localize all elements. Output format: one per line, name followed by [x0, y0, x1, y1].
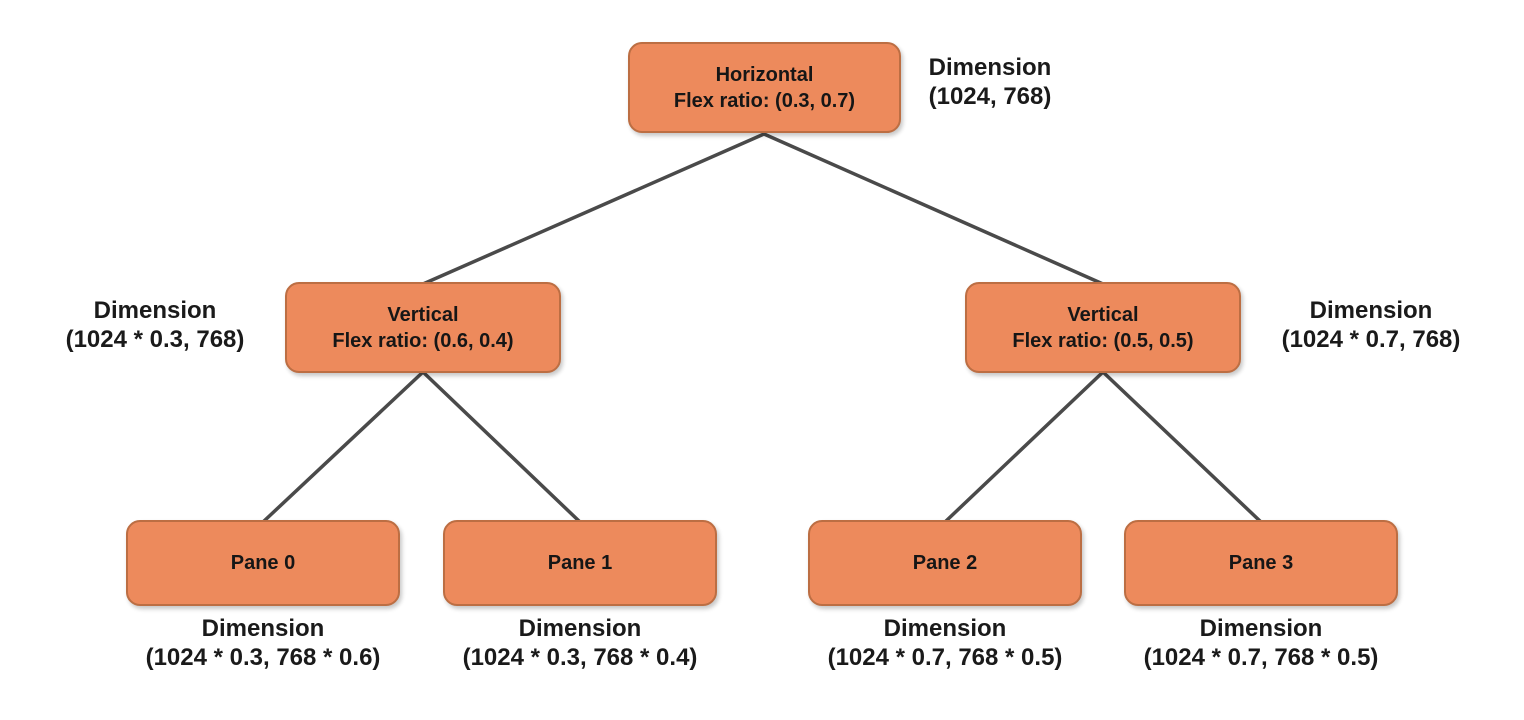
node-pane-1: Pane 1	[443, 520, 717, 606]
dimension-label-pane-2: Dimension (1024 * 0.7, 768 * 0.5)	[775, 614, 1115, 672]
node-pane-0: Pane 0	[126, 520, 400, 606]
dimension-label-value: (1024 * 0.7, 768 * 0.5)	[827, 644, 1063, 671]
node-vertical-left: Vertical Flex ratio: (0.6, 0.4)	[285, 282, 561, 373]
dimension-label-title: Dimension	[928, 54, 1052, 81]
node-title: Pane 1	[547, 552, 613, 574]
node-vertical-right: Vertical Flex ratio: (0.5, 0.5)	[965, 282, 1241, 373]
node-flex-ratio: Flex ratio: (0.6, 0.4)	[332, 329, 514, 352]
dimension-label-value: (1024 * 0.3, 768 * 0.4)	[462, 644, 698, 671]
node-title: Pane 2	[912, 552, 978, 574]
dimension-label-pane-1: Dimension (1024 * 0.3, 768 * 0.4)	[410, 614, 750, 672]
dimension-label-title: Dimension	[93, 297, 217, 324]
dimension-label-title: Dimension	[883, 615, 1007, 642]
node-title: Horizontal	[715, 63, 814, 86]
node-title: Pane 3	[1228, 552, 1294, 574]
edge-root-to-left-vertical	[421, 132, 766, 286]
node-pane-3: Pane 3	[1124, 520, 1398, 606]
dimension-label-title: Dimension	[201, 615, 325, 642]
dimension-label-value: (1024 * 0.7, 768)	[1281, 326, 1461, 353]
node-title: Pane 0	[230, 552, 296, 574]
dimension-label-value: (1024, 768)	[928, 83, 1052, 110]
edge-root-to-right-vertical	[762, 132, 1105, 286]
edge-right-vertical-to-pane-3	[1101, 370, 1263, 524]
dimension-label-pane-0: Dimension (1024 * 0.3, 768 * 0.6)	[93, 614, 433, 672]
dimension-label-title: Dimension	[1199, 615, 1323, 642]
edge-left-vertical-to-pane-0	[261, 370, 425, 524]
edge-right-vertical-to-pane-2	[943, 370, 1105, 524]
node-pane-2: Pane 2	[808, 520, 1082, 606]
node-flex-ratio: Flex ratio: (0.3, 0.7)	[673, 89, 856, 112]
dimension-label-title: Dimension	[518, 615, 642, 642]
dimension-label-root: Dimension (1024, 768)	[830, 53, 1150, 111]
node-horizontal-root: Horizontal Flex ratio: (0.3, 0.7)	[628, 42, 901, 133]
dimension-label-left-vertical: Dimension (1024 * 0.3, 768)	[0, 296, 310, 354]
node-title: Vertical	[387, 303, 459, 326]
dimension-label-title: Dimension	[1309, 297, 1433, 324]
node-flex-ratio: Flex ratio: (0.5, 0.5)	[1012, 329, 1194, 352]
dimension-label-value: (1024 * 0.3, 768 * 0.6)	[145, 644, 381, 671]
dimension-label-value: (1024 * 0.3, 768)	[65, 326, 245, 353]
dimension-label-value: (1024 * 0.7, 768 * 0.5)	[1143, 644, 1379, 671]
node-title: Vertical	[1067, 303, 1139, 326]
dimension-label-pane-3: Dimension (1024 * 0.7, 768 * 0.5)	[1091, 614, 1431, 672]
dimension-label-right-vertical: Dimension (1024 * 0.7, 768)	[1218, 296, 1524, 354]
edge-left-vertical-to-pane-1	[421, 370, 582, 524]
